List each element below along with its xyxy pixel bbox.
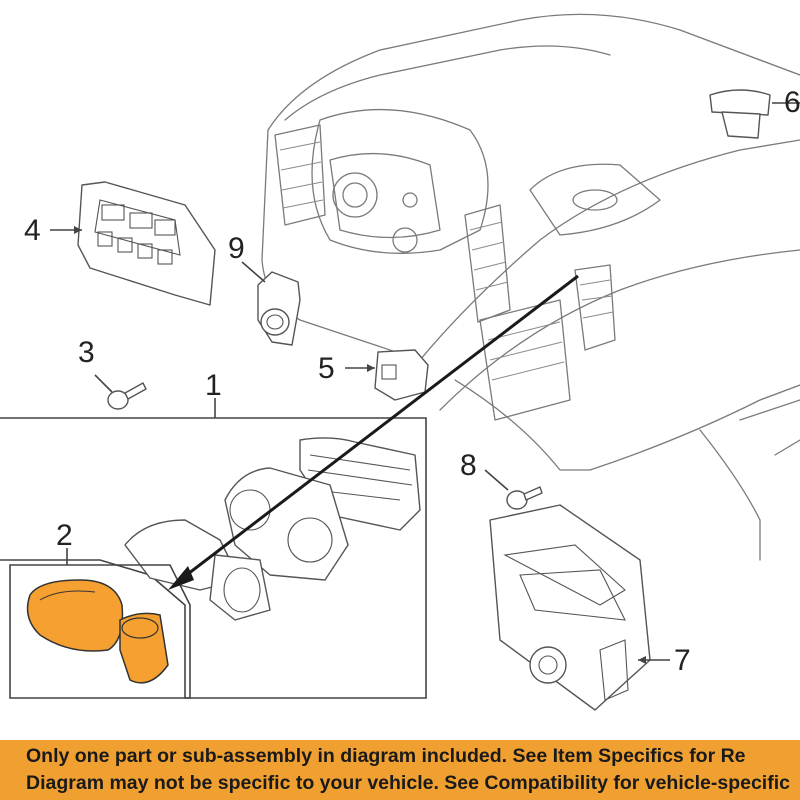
part-1-cluster <box>124 437 421 621</box>
part-9-sensor <box>241 261 301 346</box>
part-3-screw <box>94 374 147 410</box>
callout-8: 8 <box>460 449 477 482</box>
disclaimer-line-2: Diagram may not be specific to your vehi… <box>26 772 790 794</box>
callout-6: 6 <box>784 86 800 119</box>
callout-4: 4 <box>24 214 41 247</box>
part-7-control-panel <box>489 504 670 711</box>
parts-diagram: 1 2 3 4 5 6 7 8 9 <box>0 13 800 711</box>
callout-2: 2 <box>56 519 73 552</box>
part-1-bracket <box>0 398 427 699</box>
dashboard-outline <box>261 13 800 561</box>
part-2-highlighted <box>9 548 191 699</box>
part-6-cap <box>709 89 800 139</box>
callout-9: 9 <box>228 232 245 265</box>
part-4-switch-panel <box>50 181 216 306</box>
callout-7: 7 <box>674 644 691 677</box>
part-5-switch <box>345 349 429 401</box>
callout-3: 3 <box>78 336 95 369</box>
location-arrow <box>168 274 579 590</box>
callout-5: 5 <box>318 352 335 385</box>
callout-1: 1 <box>205 369 222 402</box>
disclaimer-banner: Only one part or sub-assembly in diagram… <box>0 740 800 800</box>
disclaimer-line-1: Only one part or sub-assembly in diagram… <box>26 745 746 767</box>
part-8-screw <box>484 469 543 510</box>
